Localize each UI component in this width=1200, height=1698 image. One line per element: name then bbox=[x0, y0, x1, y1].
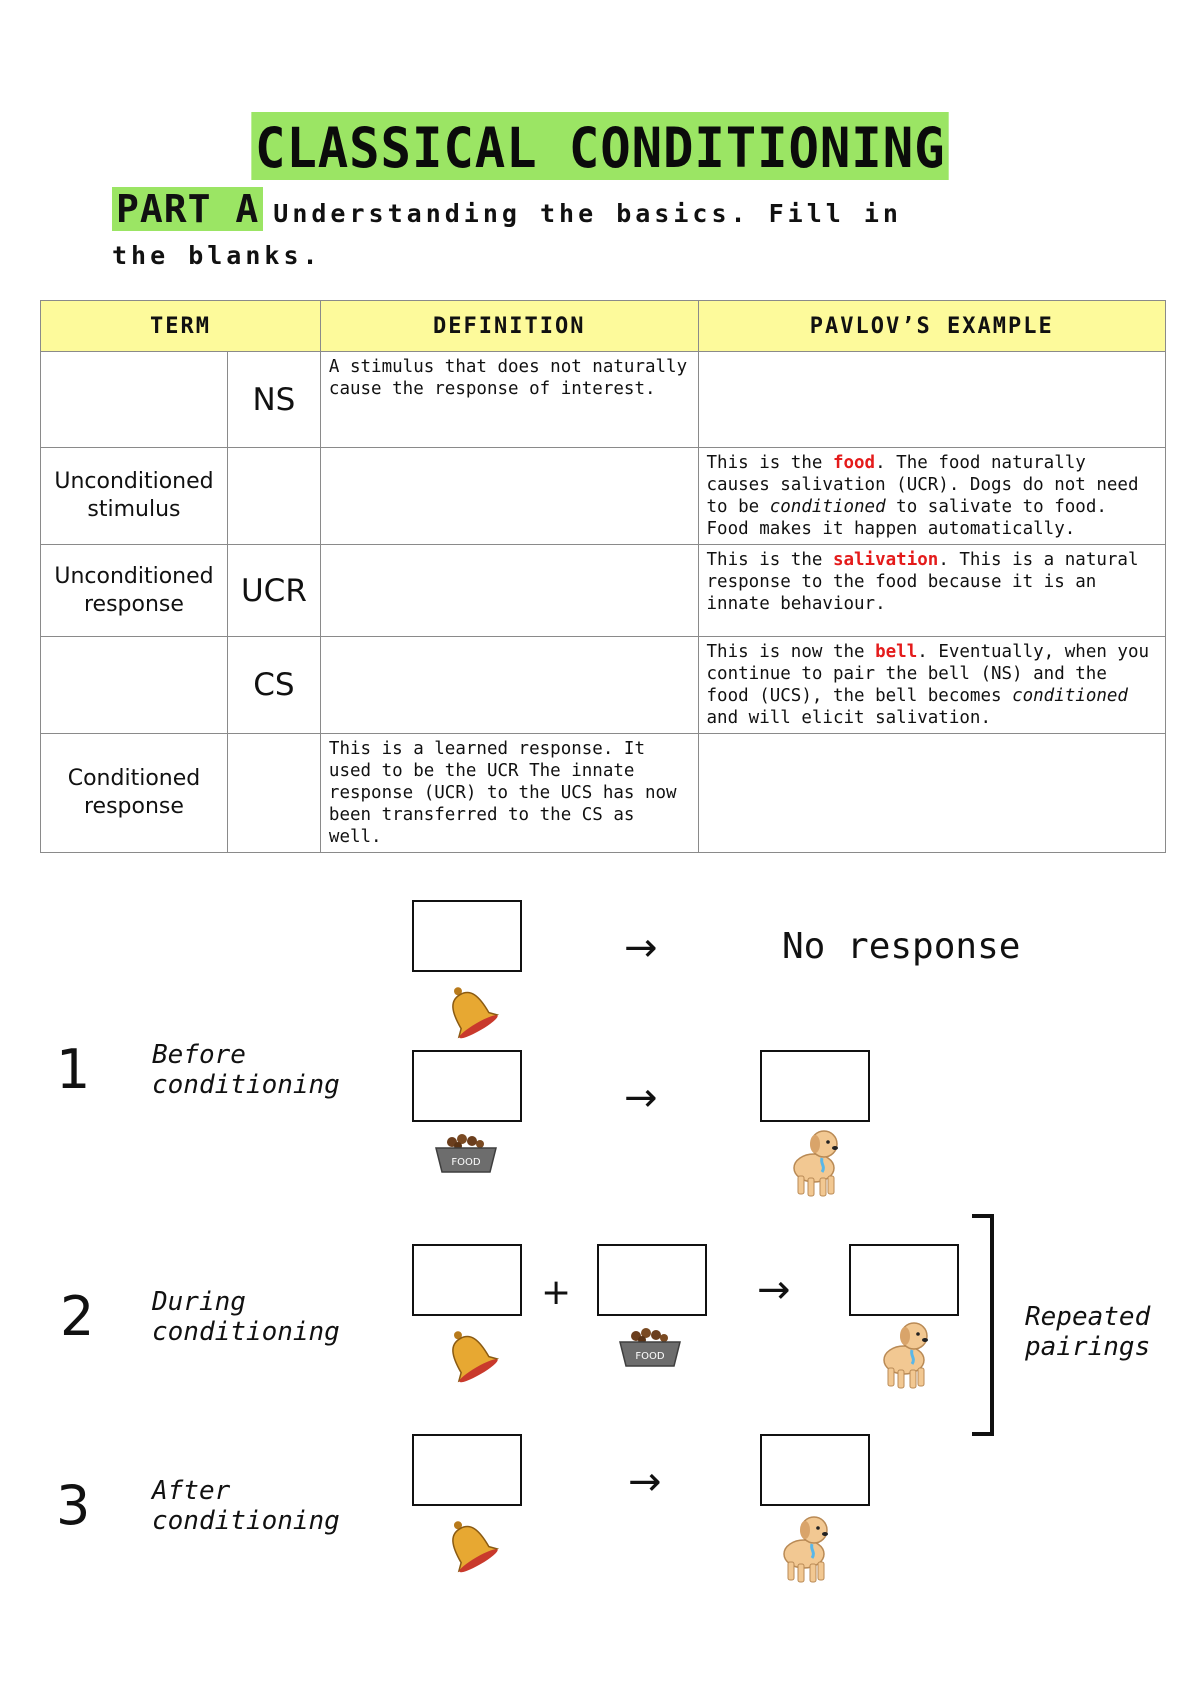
stage-line: conditioning bbox=[152, 1070, 340, 1100]
plus-sign: + bbox=[541, 1272, 571, 1313]
part-label: PART A bbox=[112, 187, 263, 231]
stage-number: 2 bbox=[60, 1285, 94, 1348]
table-row: NS A stimulus that does not naturally ca… bbox=[41, 352, 1166, 448]
food-label: FOOD bbox=[451, 1157, 480, 1168]
example-text: This is the bbox=[707, 550, 833, 570]
title-wrap: CLASSICAL CONDITIONING bbox=[0, 112, 1200, 180]
food-label: FOOD bbox=[635, 1351, 664, 1362]
repeated-pairings-label: Repeated pairings bbox=[1025, 1302, 1150, 1362]
example-text: This is the bbox=[707, 453, 833, 473]
bell-icon bbox=[440, 1326, 500, 1384]
example-italic: conditioned bbox=[770, 497, 886, 517]
dog-icon bbox=[772, 1510, 838, 1584]
bracket bbox=[972, 1214, 994, 1436]
answer-box[interactable] bbox=[412, 1244, 522, 1316]
bell-icon bbox=[440, 982, 500, 1040]
answer-box[interactable] bbox=[412, 1434, 522, 1506]
abbr-cell[interactable] bbox=[227, 734, 320, 853]
definition-cell[interactable] bbox=[320, 448, 698, 545]
answer-box[interactable] bbox=[412, 900, 522, 972]
stage-label: After conditioning bbox=[152, 1476, 340, 1536]
example-highlight: food bbox=[833, 453, 875, 473]
term-cell[interactable] bbox=[41, 352, 228, 448]
answer-box[interactable] bbox=[849, 1244, 959, 1316]
dog-icon bbox=[782, 1124, 848, 1198]
repeated-line: Repeated bbox=[1025, 1302, 1150, 1332]
example-highlight: bell bbox=[875, 642, 917, 662]
stage-line: After bbox=[152, 1476, 340, 1506]
stage-line: conditioning bbox=[152, 1317, 340, 1347]
stage-number: 1 bbox=[56, 1038, 90, 1101]
table-header-row: TERM DEFINITION PAVLOV’S EXAMPLE bbox=[41, 301, 1166, 352]
header-term: TERM bbox=[41, 301, 321, 352]
term-cell: Unconditioned response bbox=[41, 545, 228, 637]
example-cell[interactable] bbox=[698, 352, 1165, 448]
definition-cell: A stimulus that does not naturally cause… bbox=[320, 352, 698, 448]
arrow-icon: → bbox=[757, 1270, 791, 1310]
example-cell[interactable] bbox=[698, 734, 1165, 853]
bell-icon bbox=[440, 1516, 500, 1574]
abbr-cell: UCR bbox=[227, 545, 320, 637]
arrow-icon: → bbox=[624, 1078, 658, 1118]
food-bowl-icon: FOOD bbox=[614, 1324, 686, 1370]
definition-cell: This is a learned response. It used to b… bbox=[320, 734, 698, 853]
definition-cell[interactable] bbox=[320, 545, 698, 637]
table-row: Unconditioned response UCR This is the s… bbox=[41, 545, 1166, 637]
page-title: CLASSICAL CONDITIONING bbox=[251, 112, 949, 180]
stage-line: During bbox=[152, 1287, 340, 1317]
abbr-cell: CS bbox=[227, 637, 320, 734]
example-cell: This is the food. The food naturally cau… bbox=[698, 448, 1165, 545]
abbr-cell[interactable] bbox=[227, 448, 320, 545]
stage-label: Before conditioning bbox=[152, 1040, 340, 1100]
answer-box[interactable] bbox=[760, 1050, 870, 1122]
header-example: PAVLOV’S EXAMPLE bbox=[698, 301, 1165, 352]
example-highlight: salivation bbox=[833, 550, 938, 570]
header-definition: DEFINITION bbox=[320, 301, 698, 352]
table-row: Conditioned response This is a learned r… bbox=[41, 734, 1166, 853]
example-italic: conditioned bbox=[1012, 686, 1128, 706]
stage-label: During conditioning bbox=[152, 1287, 340, 1347]
dog-icon bbox=[872, 1316, 938, 1390]
table-row: Unconditioned stimulus This is the food.… bbox=[41, 448, 1166, 545]
stage-line: conditioning bbox=[152, 1506, 340, 1536]
term-cell[interactable] bbox=[41, 637, 228, 734]
abbr-cell: NS bbox=[227, 352, 320, 448]
example-text: This is now the bbox=[707, 642, 876, 662]
stage-number: 3 bbox=[56, 1474, 90, 1537]
table-row: CS This is now the bell. Eventually, whe… bbox=[41, 637, 1166, 734]
terms-table: TERM DEFINITION PAVLOV’S EXAMPLE NS A st… bbox=[40, 300, 1166, 853]
example-text: and will elicit salivation. bbox=[707, 708, 991, 728]
answer-box[interactable] bbox=[760, 1434, 870, 1506]
definition-cell[interactable] bbox=[320, 637, 698, 734]
arrow-icon: → bbox=[628, 1462, 662, 1502]
food-bowl-icon: FOOD bbox=[430, 1130, 502, 1176]
arrow-icon: → bbox=[624, 928, 658, 968]
example-cell: This is now the bell. Eventually, when y… bbox=[698, 637, 1165, 734]
stage-line: Before bbox=[152, 1040, 340, 1070]
answer-box[interactable] bbox=[412, 1050, 522, 1122]
term-cell: Unconditioned stimulus bbox=[41, 448, 228, 545]
example-cell: This is the salivation. This is a natura… bbox=[698, 545, 1165, 637]
no-response-label: No response bbox=[782, 926, 1020, 967]
term-cell: Conditioned response bbox=[41, 734, 228, 853]
repeated-line: pairings bbox=[1025, 1332, 1150, 1362]
answer-box[interactable] bbox=[597, 1244, 707, 1316]
